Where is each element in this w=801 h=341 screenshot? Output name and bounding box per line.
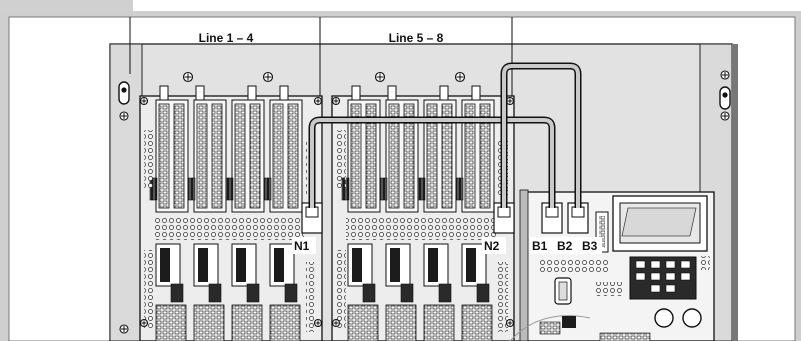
knob-right: [682, 308, 702, 328]
connector-label-n1: N1: [294, 239, 310, 253]
line-card: [225, 99, 265, 341]
connector-label-b1: B1: [532, 239, 548, 253]
line-card: [341, 99, 381, 341]
line-board-5-8: [331, 71, 515, 341]
line-board-1-4: [139, 71, 323, 341]
cables: [308, 62, 582, 208]
screw-icon: [313, 96, 323, 106]
chassis-edge: [732, 44, 738, 341]
screw-icon: [720, 70, 730, 80]
screw-icon: [119, 111, 129, 121]
connector-label-b3: B3: [582, 239, 598, 253]
screw-icon: [505, 318, 515, 328]
screw-icon: [313, 318, 323, 328]
component-dots: [346, 216, 496, 240]
screw-icon: [119, 324, 129, 334]
connector-label-b2: B2: [557, 239, 573, 253]
screw-icon: [262, 71, 274, 83]
component-dots: [154, 216, 304, 240]
group-label-line-5-8: Line 5 – 8: [389, 31, 444, 45]
line-card: [187, 99, 227, 341]
controller-board: [509, 189, 715, 341]
screw-icon: [182, 71, 194, 83]
group-label-line-1-4: Line 1 – 4: [199, 31, 254, 45]
highlight-arc: [509, 315, 591, 341]
keyhole-slot-left: [118, 81, 130, 105]
screw-icon: [331, 318, 341, 328]
knob-left: [654, 308, 674, 328]
screw-icon: [720, 111, 730, 121]
screw-icon: [505, 96, 515, 106]
screw-icon: [331, 96, 341, 106]
corner-tab: [0, 0, 133, 11]
screw-icon: [454, 71, 466, 83]
chassis-screws: [119, 70, 730, 334]
keyhole-slot-right: [719, 86, 731, 110]
controller-component-dots: [540, 256, 710, 296]
connector-block-n1: [301, 202, 323, 234]
screw-icon: [139, 318, 149, 328]
connector-label-n2: N2: [484, 239, 500, 253]
connector-blocks: [301, 202, 589, 234]
line-card: [149, 99, 189, 341]
line-card: [263, 99, 303, 341]
screw-icon: [139, 96, 149, 106]
screw-icon: [374, 71, 386, 83]
